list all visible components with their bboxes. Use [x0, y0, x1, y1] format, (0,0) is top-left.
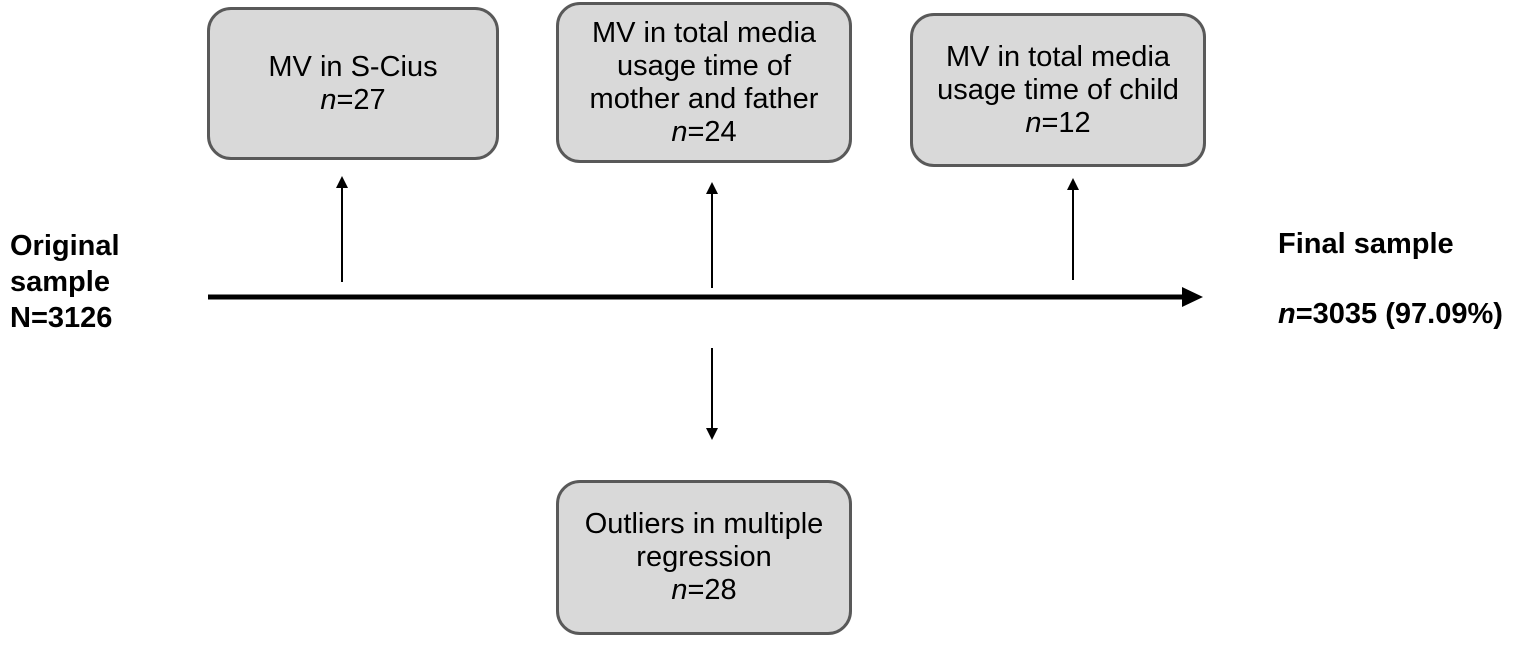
final-sample-title: Final sample [1278, 228, 1454, 260]
final-sample-n-value: =3035 (97.09%) [1295, 298, 1503, 330]
box-3-n-symbol: n [1025, 106, 1042, 139]
arrow-to-box-3-head [1067, 178, 1079, 190]
box-4-line-1: Outliers in multiple [584, 508, 824, 540]
box-3-count: n=12 [1025, 107, 1090, 140]
original-sample-line-1: Original [10, 230, 120, 262]
box-2-count: n=24 [671, 116, 736, 149]
box-3-line-2: usage time of child [937, 73, 1179, 106]
box-1-n-value: =27 [336, 83, 386, 116]
original-sample-line-2: sample [10, 266, 110, 298]
box-4-n-symbol: n [671, 574, 688, 606]
arrow-to-box-4-head [706, 428, 718, 440]
exclusion-box-child-media-time: MV in total media usage time of child n=… [910, 13, 1206, 167]
box-1-count: n=27 [320, 84, 385, 117]
box-2-line-1: MV in total media [591, 16, 817, 49]
original-sample-line-3: N=3126 [10, 302, 113, 334]
box-1-line-1: MV in S-Cius [268, 50, 438, 83]
arrow-to-box-2-head [706, 182, 718, 194]
box-3-n-value: =12 [1041, 106, 1091, 139]
main-flow-arrowhead [1182, 287, 1203, 307]
box-1-n-symbol: n [320, 83, 337, 116]
exclusion-box-outliers: Outliers in multiple regression n=28 [556, 480, 852, 635]
original-sample-label: Original sample N=3126 [10, 228, 120, 336]
box-2-n-value: =24 [687, 115, 737, 148]
box-4-line-2: regression [636, 541, 772, 573]
arrow-to-box-1-head [336, 176, 348, 188]
box-2-line-3: mother and father [589, 82, 819, 115]
exclusion-box-s-cius: MV in S-Cius n=27 [207, 7, 499, 160]
box-3-line-1: MV in total media [945, 40, 1171, 73]
box-2-line-2: usage time of [616, 49, 792, 82]
box-4-count: n=28 [671, 574, 736, 607]
final-sample-count: n=3035 (97.09%) [1278, 296, 1528, 332]
final-sample-label: Final sample n=3035 (97.09%) [1278, 226, 1528, 332]
box-4-n-value: =28 [687, 574, 737, 606]
final-sample-n-symbol: n [1278, 298, 1296, 330]
exclusion-box-parent-media-time: MV in total media usage time of mother a… [556, 2, 852, 163]
box-2-n-symbol: n [671, 115, 688, 148]
